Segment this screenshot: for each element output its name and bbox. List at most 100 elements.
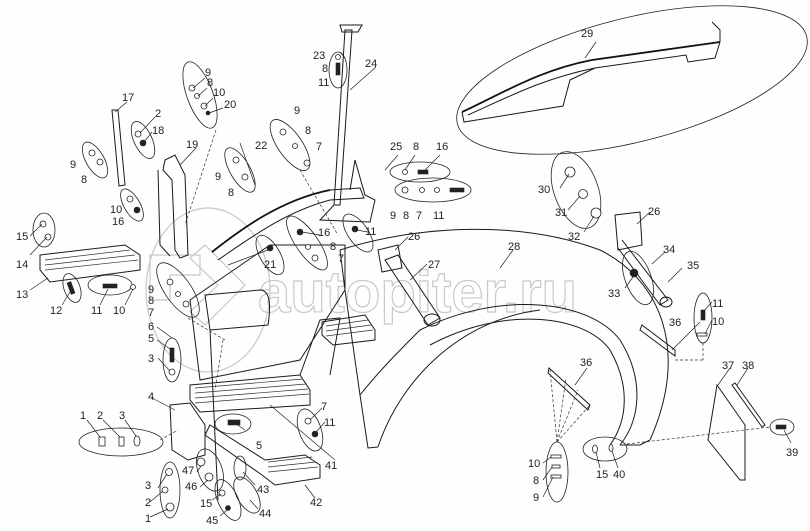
leader-16c <box>301 231 321 236</box>
callout-27: 27 <box>428 259 440 271</box>
group-9-8-mid <box>224 147 256 193</box>
callout-19: 19 <box>186 139 198 151</box>
group-16-8-7 <box>286 215 328 271</box>
callout-33: 33 <box>608 288 620 300</box>
nut-9 <box>188 84 196 92</box>
callout-30: 30 <box>538 184 550 196</box>
assembly-lines <box>159 129 771 445</box>
washer-8-left2 <box>175 291 181 297</box>
leader-14 <box>29 236 48 256</box>
assy-line-8 <box>549 369 558 443</box>
lower-step-tread-1 <box>267 456 313 463</box>
callout-21: 21 <box>264 259 276 271</box>
leader-5b <box>235 423 246 431</box>
nut-9-top <box>279 128 287 136</box>
bolt-33 <box>629 268 639 278</box>
nut-15-right <box>592 444 598 454</box>
callout-8: 8 <box>413 141 419 153</box>
watermark-logo-shape <box>149 254 201 301</box>
callout-11: 11 <box>712 298 723 310</box>
callout-9: 9 <box>294 105 300 117</box>
group-39 <box>769 418 795 436</box>
main-step-riser <box>299 317 341 376</box>
leader-10d <box>704 319 713 335</box>
assy-line-11 <box>556 404 591 443</box>
bolt-45 <box>225 505 231 511</box>
washer-40 <box>608 444 614 452</box>
leader-36a <box>671 321 701 351</box>
group-9-8-10-20 <box>182 61 218 129</box>
washer-7-mid <box>311 254 319 262</box>
leader-39 <box>783 429 792 444</box>
bolt-16 <box>133 206 141 214</box>
leader-36b <box>574 367 588 386</box>
strip-36-upper <box>639 324 676 357</box>
callout-23: 23 <box>313 50 325 62</box>
fender-inner-arc-1 <box>419 304 638 446</box>
washer-10-b <box>126 195 134 203</box>
callout-43: 43 <box>257 484 269 496</box>
group-10-8-9-bottom <box>545 441 569 503</box>
leader-5a <box>156 339 171 350</box>
watermark-logo-arrow <box>189 244 246 326</box>
callout-9: 9 <box>390 210 396 222</box>
callout-24: 24 <box>365 58 377 70</box>
leader-35 <box>667 267 683 283</box>
left-step-tread-1 <box>44 249 131 261</box>
bolt-21 <box>266 244 274 252</box>
group-2-18 <box>130 121 156 159</box>
leader-1b <box>149 508 169 518</box>
part-29-flange <box>461 67 596 123</box>
washer-8-r <box>402 169 408 175</box>
group-15-40 <box>582 436 628 462</box>
leader-43 <box>242 471 256 486</box>
part-26-bracket-right <box>614 211 673 308</box>
bolt-11-bottom <box>311 430 319 438</box>
callout-labels: 17 2 18 9 8 10 16 9 8 10 20 19 23 8 11 2… <box>16 28 798 527</box>
watermark-text: autopiter.ru <box>258 260 577 325</box>
callout-8: 8 <box>322 63 328 75</box>
washer-7-r <box>434 187 440 193</box>
group-21 <box>255 234 285 276</box>
callout-16: 16 <box>318 227 330 239</box>
group-30-31-32 <box>550 151 602 229</box>
main-step-tread-2 <box>194 383 307 394</box>
upper-step-tread-2 <box>325 324 372 332</box>
bushing-47 <box>196 457 206 467</box>
group-10-16 <box>120 188 144 222</box>
callout-9: 9 <box>148 284 154 296</box>
fender-front-side <box>339 249 379 449</box>
callout-4: 4 <box>148 391 154 403</box>
leader-2 <box>139 116 156 134</box>
callout-8: 8 <box>81 174 87 186</box>
callout-2: 2 <box>155 108 161 120</box>
leader-19 <box>179 147 197 166</box>
part-41-main-step <box>189 317 341 413</box>
nut-30 <box>564 166 576 178</box>
shaft-end <box>423 313 441 327</box>
callout-26: 26 <box>648 206 660 218</box>
group-15-14 <box>32 212 56 248</box>
leader-44 <box>249 499 259 510</box>
nut-9-r <box>401 186 409 194</box>
callout-5: 5 <box>256 440 262 452</box>
leader-11d <box>356 229 369 233</box>
callout-9: 9 <box>533 492 539 504</box>
part-37-mud-flap <box>707 382 766 481</box>
leader-34 <box>651 251 666 265</box>
leader-45 <box>219 509 228 517</box>
washer-8-r2 <box>419 187 425 193</box>
part-19-bracket <box>157 154 189 259</box>
nut-9-mid <box>232 156 240 164</box>
washer-8 <box>194 93 200 99</box>
callout-8: 8 <box>533 475 539 487</box>
washer-2-bottom <box>161 486 169 494</box>
leader-27 <box>409 263 428 281</box>
washer-2-left <box>118 436 125 447</box>
callout-38: 38 <box>742 360 754 372</box>
main-step-tread-1 <box>194 378 304 389</box>
part-42-lower-step <box>204 424 321 486</box>
callout-25: 25 <box>390 141 402 153</box>
leader-26a <box>636 211 651 225</box>
leader-3b <box>124 419 137 437</box>
